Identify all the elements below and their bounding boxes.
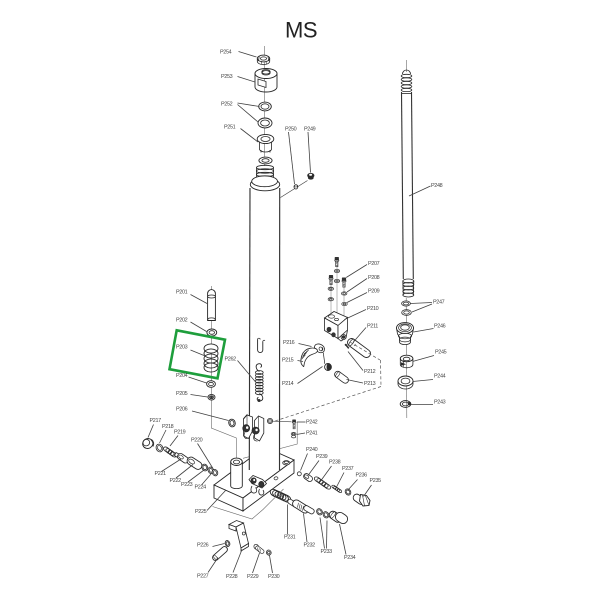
svg-text:P202: P202 xyxy=(176,318,188,324)
svg-text:P225: P225 xyxy=(195,509,207,515)
svg-text:P203: P203 xyxy=(176,345,188,351)
svg-text:MS: MS xyxy=(285,18,317,43)
svg-text:P206: P206 xyxy=(176,407,188,413)
svg-text:P214: P214 xyxy=(282,381,294,387)
svg-text:P222: P222 xyxy=(170,478,182,484)
svg-text:P254: P254 xyxy=(220,50,232,56)
svg-text:P241: P241 xyxy=(306,431,318,437)
svg-text:P231: P231 xyxy=(284,535,296,541)
svg-text:P244: P244 xyxy=(434,374,446,380)
svg-text:P237: P237 xyxy=(342,466,354,472)
svg-text:P239: P239 xyxy=(316,454,328,460)
svg-text:P229: P229 xyxy=(247,574,259,580)
svg-text:P205: P205 xyxy=(176,391,188,397)
svg-text:P238: P238 xyxy=(329,460,341,466)
svg-text:P219: P219 xyxy=(174,430,186,436)
svg-text:P208: P208 xyxy=(368,275,380,281)
svg-text:P249: P249 xyxy=(304,127,316,133)
svg-text:P245: P245 xyxy=(435,350,447,356)
svg-text:P223: P223 xyxy=(181,482,193,488)
svg-text:P247: P247 xyxy=(433,300,445,306)
svg-text:P204: P204 xyxy=(176,373,188,379)
svg-text:P250: P250 xyxy=(285,127,297,133)
svg-text:P218: P218 xyxy=(162,424,174,430)
svg-text:P252: P252 xyxy=(221,102,233,108)
svg-text:P216: P216 xyxy=(283,340,295,346)
svg-text:P211: P211 xyxy=(367,324,378,330)
svg-text:P262: P262 xyxy=(225,357,237,363)
svg-text:P220: P220 xyxy=(191,438,203,444)
svg-text:P251: P251 xyxy=(224,125,236,131)
svg-text:P207: P207 xyxy=(368,261,380,267)
svg-text:P212: P212 xyxy=(364,369,376,375)
svg-text:P210: P210 xyxy=(367,306,379,312)
svg-text:P253: P253 xyxy=(221,74,233,80)
svg-text:P227: P227 xyxy=(197,574,209,580)
svg-text:P217: P217 xyxy=(150,418,162,424)
svg-text:P236: P236 xyxy=(356,473,368,479)
svg-text:P240: P240 xyxy=(306,447,318,453)
svg-text:P201: P201 xyxy=(176,290,188,296)
svg-text:P234: P234 xyxy=(344,555,356,561)
svg-text:P213: P213 xyxy=(364,381,376,387)
svg-text:P233: P233 xyxy=(321,549,333,555)
svg-text:P232: P232 xyxy=(304,543,316,549)
svg-text:P215: P215 xyxy=(282,358,294,364)
svg-text:P248: P248 xyxy=(431,183,443,189)
svg-text:P221: P221 xyxy=(155,471,167,477)
svg-text:P230: P230 xyxy=(268,574,280,580)
svg-text:P228: P228 xyxy=(226,574,238,580)
svg-text:P242: P242 xyxy=(306,420,318,426)
svg-text:P224: P224 xyxy=(195,485,207,491)
svg-text:P246: P246 xyxy=(434,324,446,330)
svg-text:P226: P226 xyxy=(197,543,209,549)
svg-text:P243: P243 xyxy=(434,400,446,406)
svg-text:P235: P235 xyxy=(370,478,382,484)
svg-text:P209: P209 xyxy=(368,289,380,295)
